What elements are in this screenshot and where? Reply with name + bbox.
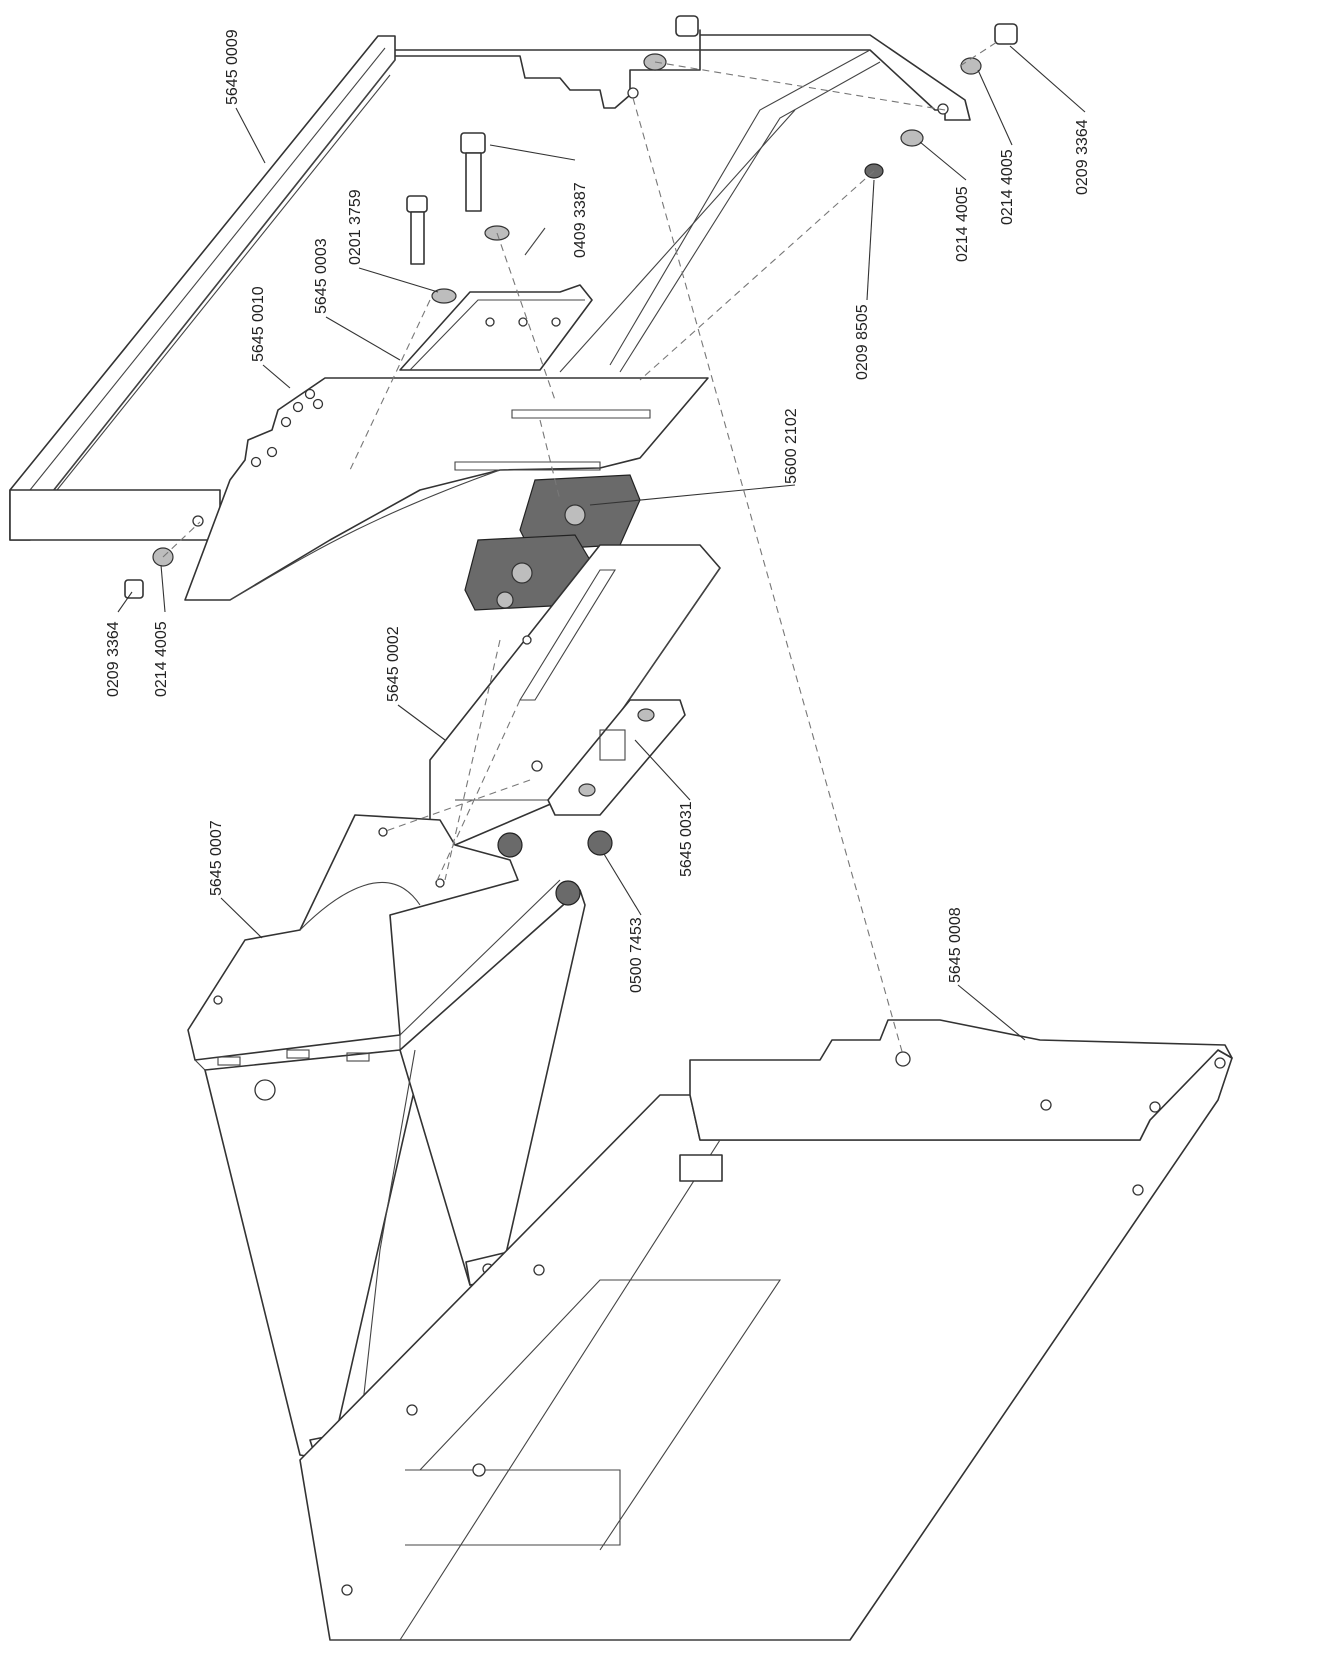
connector-5600-2102 [464, 474, 641, 611]
clip-5645-0031 [547, 699, 686, 816]
label-0201-3759: 0201 3759 [347, 189, 364, 265]
channel-5645-0003 [399, 284, 593, 371]
assembly-lines [162, 39, 1001, 1056]
screw-0209-3364-left [124, 579, 144, 599]
part-labels: 5645 0009 0409 3387 0201 3759 5645 0003 … [105, 29, 1091, 993]
bolt-0409-3387 [460, 132, 546, 256]
label-0409-3387: 0409 3387 [572, 182, 589, 258]
frame-5645-0009 [9, 29, 971, 541]
label-5645-0031: 5645 0031 [678, 801, 695, 877]
enclosure-5645-0008 [299, 1019, 1233, 1641]
label-5600-2102: 5600 2102 [783, 408, 800, 484]
label-5645-0003: 5645 0003 [313, 238, 330, 314]
label-5645-0007: 5645 0007 [208, 820, 225, 896]
washer-0214-4005-right [900, 129, 924, 147]
bolt-0201-3759 [406, 195, 457, 304]
label-0500-7453: 0500 7453 [628, 917, 645, 993]
label-5645-0009: 5645 0009 [224, 29, 241, 105]
screw-0209-3364-right [960, 23, 1018, 75]
label-5645-0008: 5645 0008 [947, 907, 964, 983]
bracket-5645-0010 [184, 377, 709, 601]
leader-lines [117, 45, 1086, 1041]
label-0214-4005-right-low: 0214 4005 [954, 186, 971, 262]
label-0209-3364-left: 0209 3364 [105, 621, 122, 697]
label-0214-4005-left: 0214 4005 [153, 621, 170, 697]
label-0209-3364-right: 0209 3364 [1074, 119, 1091, 195]
label-0214-4005-right-high: 0214 4005 [999, 149, 1016, 225]
label-0209-8505: 0209 8505 [854, 304, 871, 380]
label-5645-0002: 5645 0002 [385, 626, 402, 702]
label-5645-0010: 5645 0010 [250, 286, 267, 362]
nut-0500-7453 [497, 830, 613, 906]
